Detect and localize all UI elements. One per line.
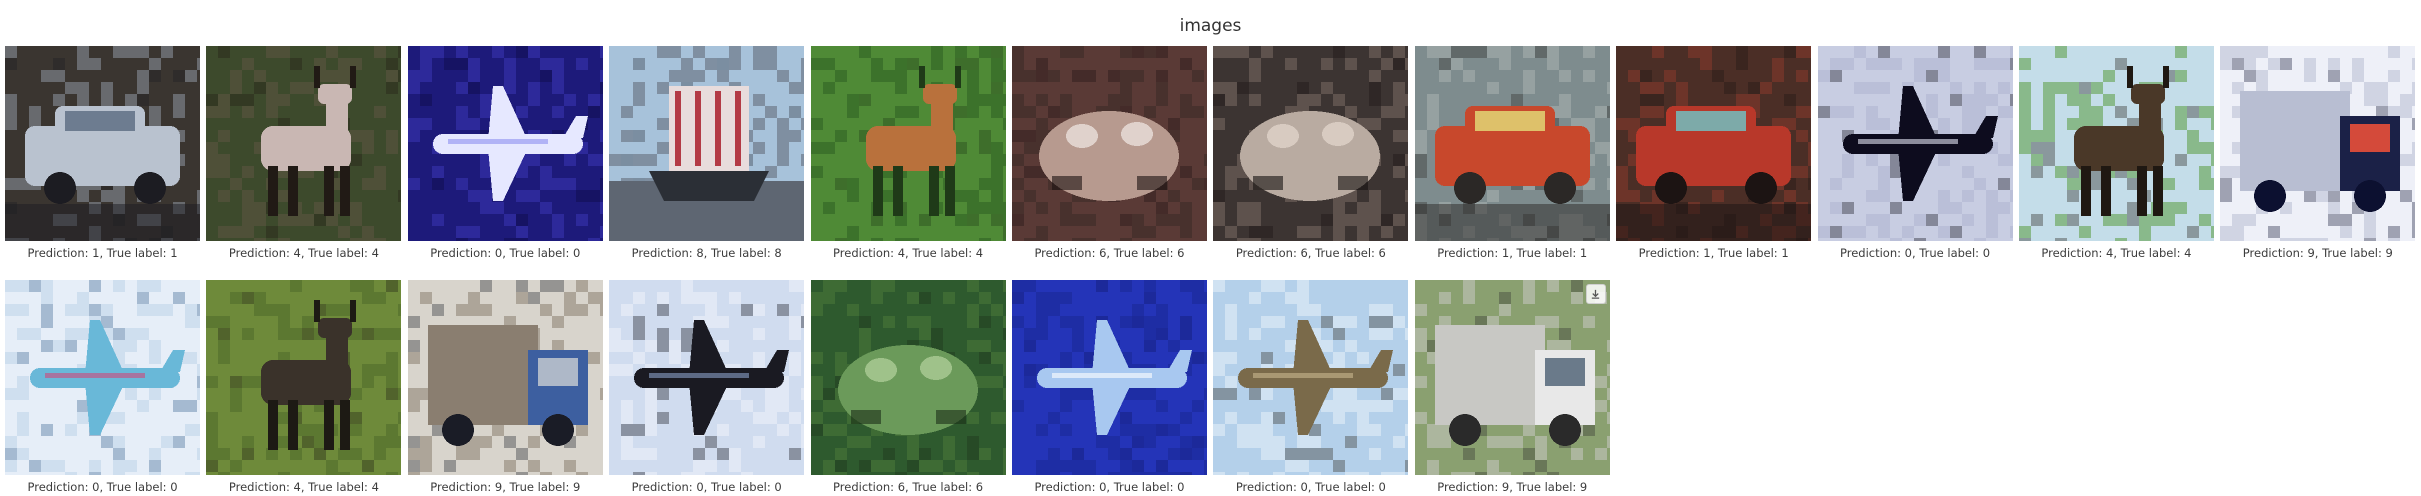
image-caption: Prediction: 4, True label: 4 (228, 246, 379, 260)
image-thumbnail-deer[interactable] (810, 46, 1006, 241)
image-caption: Prediction: 0, True label: 0 (1034, 480, 1185, 494)
image-card: Prediction: 6, True label: 6 (810, 280, 1006, 496)
image-caption: Prediction: 1, True label: 1 (1437, 246, 1588, 260)
image-card: Prediction: 0, True label: 0 (1213, 280, 1409, 496)
image-caption: Prediction: 4, True label: 4 (833, 246, 984, 260)
image-card: Prediction: 6, True label: 6 (1213, 46, 1409, 262)
image-thumbnail-truck[interactable] (407, 280, 603, 475)
image-card: Prediction: 0, True label: 0 (1817, 46, 2013, 262)
image-caption: Prediction: 0, True label: 0 (430, 246, 581, 260)
panel-title: images (1179, 16, 1242, 36)
image-thumbnail-truck[interactable] (1414, 280, 1610, 475)
image-thumbnail-airplane[interactable] (407, 46, 603, 241)
image-caption: Prediction: 0, True label: 0 (27, 480, 178, 494)
image-card: Prediction: 0, True label: 0 (5, 280, 200, 496)
image-card: Prediction: 1, True label: 1 (5, 46, 200, 262)
image-caption: Prediction: 0, True label: 0 (1840, 246, 1991, 260)
image-thumbnail-airplane[interactable] (609, 280, 805, 475)
image-thumbnail-airplane[interactable] (1011, 280, 1207, 475)
image-card: Prediction: 1, True label: 1 (1616, 46, 1812, 262)
image-caption: Prediction: 0, True label: 0 (631, 480, 782, 494)
image-caption: Prediction: 4, True label: 4 (228, 480, 379, 494)
image-caption: Prediction: 6, True label: 6 (1235, 246, 1386, 260)
image-thumbnail-ship[interactable] (609, 46, 805, 241)
image-caption: Prediction: 6, True label: 6 (833, 480, 984, 494)
image-card: Prediction: 0, True label: 0 (1011, 280, 1207, 496)
image-card: Prediction: 0, True label: 0 (407, 46, 603, 262)
image-card: Prediction: 9, True label: 9 (1414, 280, 1610, 496)
image-caption: Prediction: 9, True label: 9 (2242, 246, 2393, 260)
image-caption: Prediction: 1, True label: 1 (27, 246, 178, 260)
image-caption: Prediction: 6, True label: 6 (1034, 246, 1185, 260)
image-card: Prediction: 6, True label: 6 (1011, 46, 1207, 262)
image-thumbnail-deer[interactable] (206, 46, 402, 241)
image-card: Prediction: 4, True label: 4 (810, 46, 1006, 262)
image-caption: Prediction: 1, True label: 1 (1638, 246, 1789, 260)
image-caption: Prediction: 8, True label: 8 (631, 246, 782, 260)
image-thumbnail-car[interactable] (1616, 46, 1812, 241)
image-caption: Prediction: 9, True label: 9 (1437, 480, 1588, 494)
image-grid: Prediction: 1, True label: 1 Prediction: … (5, 46, 2416, 496)
image-card: Prediction: 8, True label: 8 (609, 46, 805, 262)
image-thumbnail-airplane[interactable] (1817, 46, 2013, 241)
image-thumbnail-deer[interactable] (2018, 46, 2214, 241)
image-thumbnail-car[interactable] (5, 46, 200, 241)
image-thumbnail-car[interactable] (1414, 46, 1610, 241)
image-caption: Prediction: 0, True label: 0 (1235, 480, 1386, 494)
image-thumbnail-frog[interactable] (810, 280, 1006, 475)
image-thumbnail-deer[interactable] (206, 280, 402, 475)
image-card: Prediction: 0, True label: 0 (609, 280, 805, 496)
image-thumbnail-airplane[interactable] (5, 280, 200, 475)
image-card: Prediction: 9, True label: 9 (407, 280, 603, 496)
image-thumbnail-truck[interactable] (2220, 46, 2416, 241)
image-card: Prediction: 4, True label: 4 (206, 46, 402, 262)
image-thumbnail-frog[interactable] (1213, 46, 1409, 241)
image-card: Prediction: 4, True label: 4 (206, 280, 402, 496)
image-thumbnail-airplane[interactable] (1213, 280, 1409, 475)
image-card: Prediction: 1, True label: 1 (1414, 46, 1610, 262)
image-card: Prediction: 4, True label: 4 (2018, 46, 2214, 262)
image-caption: Prediction: 9, True label: 9 (430, 480, 581, 494)
image-caption: Prediction: 4, True label: 4 (2041, 246, 2192, 260)
download-icon[interactable] (1585, 284, 1606, 304)
image-card: Prediction: 9, True label: 9 (2220, 46, 2416, 262)
image-thumbnail-frog[interactable] (1011, 46, 1207, 241)
